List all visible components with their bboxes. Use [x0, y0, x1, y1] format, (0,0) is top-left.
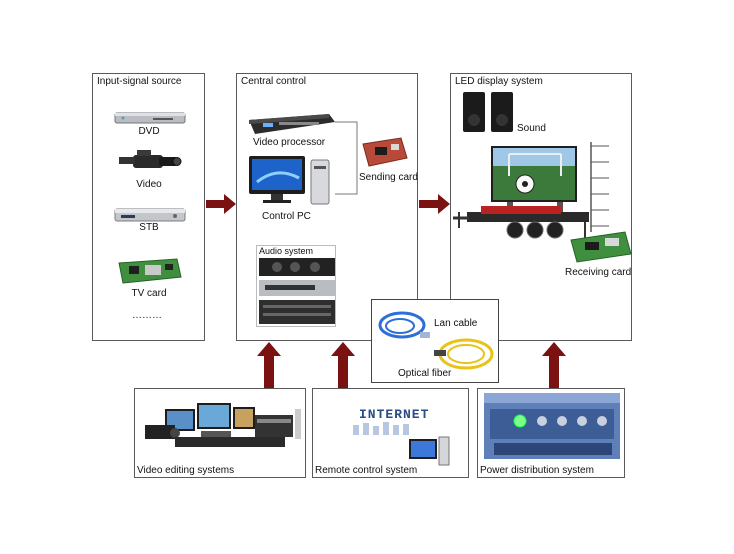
video-processor-icon: [249, 114, 335, 134]
video-processor-label: Video processor: [253, 137, 326, 148]
arrow-central-to-led: [419, 194, 450, 214]
sending-card-label: Sending card: [359, 172, 418, 183]
stb-box-icon: [114, 208, 186, 222]
power-distribution-cabinet-icon: [484, 393, 620, 459]
video-editing-systems-panel: Video editing systems: [134, 388, 306, 478]
arrow-video-editing-up: [257, 342, 281, 388]
stb-label: STB: [139, 222, 159, 233]
control-pc-icon: [249, 156, 330, 205]
led-display-system-title: LED display system: [455, 76, 543, 87]
central-control-panel: Central control Video processor Sending …: [236, 73, 418, 341]
video-label: Video: [136, 179, 162, 190]
audio-rack-icon: [259, 258, 335, 324]
more-items-ellipsis: ………: [132, 310, 162, 321]
input-signal-source-title: Input-signal source: [97, 76, 182, 87]
video-camera-icon: [119, 150, 182, 168]
remote-control-system-panel: INTERNET Remote control system: [312, 388, 469, 478]
tv-card-icon: [118, 258, 182, 284]
arrow-power-distribution-up: [542, 342, 566, 388]
remote-computer-icon: [409, 436, 450, 466]
arrow-remote-control-up: [331, 342, 355, 388]
ruler-ladder-icon: [590, 142, 609, 232]
connector-line: [335, 121, 358, 195]
internet-logo-text: INTERNET: [359, 407, 430, 422]
remote-control-system-label: Remote control system: [315, 465, 418, 476]
lan-cable-label: Lan cable: [434, 318, 478, 329]
video-editing-systems-label: Video editing systems: [137, 465, 235, 476]
led-display-system-panel: LED display system Sound: [450, 73, 632, 341]
receiving-card-label: Receiving card: [565, 267, 632, 278]
optical-fiber-label: Optical fiber: [398, 368, 452, 379]
video-editing-equipment-icon: [145, 403, 301, 447]
input-signal-source-panel: Input-signal source DVD Video STB TV car…: [92, 73, 205, 341]
dvd-player-icon: [114, 112, 186, 124]
central-control-title: Central control: [241, 76, 307, 87]
power-distribution-system-label: Power distribution system: [480, 465, 594, 476]
control-pc-label: Control PC: [262, 211, 311, 222]
speaker-icon: [463, 92, 513, 132]
lan-cable-icon: [378, 311, 430, 339]
sending-card-icon: [362, 137, 408, 167]
optical-fiber-icon: [434, 338, 494, 370]
audio-system-label: Audio system: [259, 246, 314, 256]
arrow-input-to-central: [206, 194, 236, 214]
sound-label: Sound: [517, 123, 546, 134]
receiving-card-icon: [570, 231, 632, 263]
audio-system-group: Audio system: [256, 245, 336, 327]
tv-card-label: TV card: [131, 288, 167, 299]
led-trailer-icon: [453, 146, 589, 239]
power-distribution-system-panel: Power distribution system: [477, 388, 625, 478]
dvd-label: DVD: [138, 126, 160, 137]
internet-wave-icon: [353, 422, 409, 435]
transmission-media-panel: Lan cable Optical fiber: [371, 299, 499, 383]
